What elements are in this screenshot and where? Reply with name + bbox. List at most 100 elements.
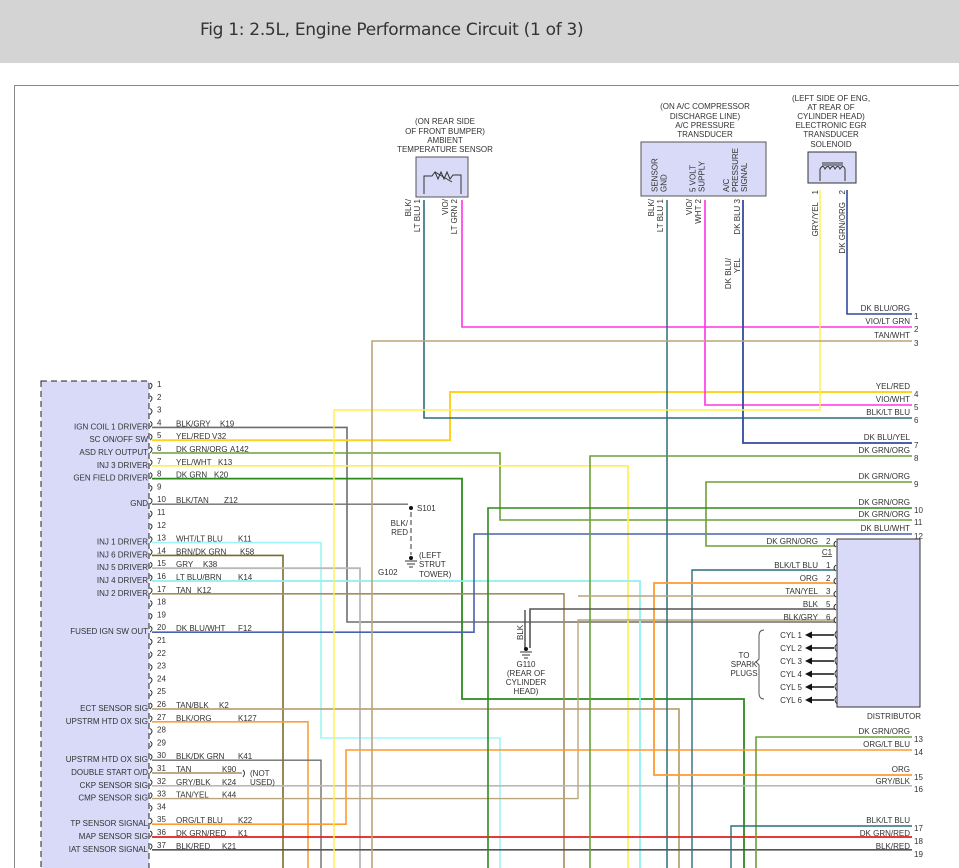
ambient-sensor-body: [415, 156, 469, 198]
pcm-wire-color: BLK/GRY: [176, 419, 211, 428]
right-terminal-number: 4: [914, 390, 919, 399]
right-terminal-number: 16: [914, 785, 923, 794]
connector-cavity-icon: [833, 564, 837, 572]
connector-cavity-icon: [149, 382, 153, 390]
pcm-pin-function: INJ 6 DRIVER: [97, 550, 148, 559]
pcm-pin-function: MAP SENSOR SIG: [79, 832, 148, 841]
egr-pin2-wire: DK GRN/ORG: [838, 202, 847, 254]
ac-pin-function: GND: [660, 174, 669, 192]
connector-cavity-icon: [149, 536, 153, 543]
ac-pin-function: SENSOR: [651, 158, 660, 192]
wire-vio-lt-grn: [461, 200, 912, 328]
ac-name-1: A/C PRESSURE: [675, 121, 735, 130]
right-terminal-number: 5: [914, 403, 919, 412]
egr-location-1: (LEFT SIDE OF ENG,: [792, 94, 870, 103]
pcm-pin: 23: [149, 662, 166, 671]
spark-output-label: CYL 6: [780, 696, 802, 705]
ac-pin-function: SIGNAL: [740, 162, 749, 192]
connector-cavity-icon: [149, 702, 153, 710]
pcm-wire-color: WHT/LT BLU: [176, 535, 223, 544]
pcm-pin-number: 8: [157, 470, 162, 479]
connector-cavity-icon: [149, 676, 153, 684]
distributor-body: [836, 538, 921, 708]
connector-cavity-icon: [149, 523, 153, 531]
pcm-pin-function: INJ 2 DRIVER: [97, 589, 148, 598]
pcm-wire-color: BLK/RED: [176, 842, 210, 851]
distributor-pin-wire: BLK: [803, 600, 819, 609]
pcm-pin-number: 17: [157, 585, 166, 594]
ambient-pin2-wire: VIO/: [441, 198, 450, 215]
connector-cavity-icon: [149, 600, 153, 607]
pcm-circuit-id: K21: [222, 842, 237, 851]
pcm-pin-number: 16: [157, 572, 166, 581]
pcm-pin-number: 7: [157, 457, 162, 466]
wire-dk-blu-org: [846, 190, 912, 315]
right-terminal-wire: ORG: [892, 765, 910, 774]
pcm-pin-number: 10: [157, 495, 166, 504]
spark-output-label: CYL 3: [780, 657, 802, 666]
ambient-pin2-wire-2: LT GRN 2: [450, 198, 459, 234]
pcm-pin: 25: [149, 687, 166, 697]
right-terminal-wire: DK BLU/ORG: [861, 304, 910, 313]
pcm-pin-number: 12: [157, 521, 166, 530]
connector-cavity-icon: [149, 638, 153, 646]
right-terminal-number: 8: [914, 454, 919, 463]
g102-label: G102: [378, 568, 398, 577]
ambient-name-2: TEMPERATURE SENSOR: [397, 145, 493, 154]
connector-cavity-icon: [149, 753, 153, 761]
pcm-pin: 22: [149, 649, 166, 659]
not-used-2: USED): [250, 778, 275, 787]
connector-cavity-icon: [149, 740, 153, 748]
ac-pin2-wire-2: WHT 2: [694, 198, 703, 223]
wire-dk-grn: [152, 477, 745, 868]
wire-dk-grn-org-13: [755, 736, 912, 868]
spark-output-label: CYL 1: [780, 631, 802, 640]
g110-wire: BLK: [516, 624, 525, 640]
connector-cavity-icon: [149, 766, 153, 774]
right-terminal-wire: DK GRN/ORG: [858, 498, 910, 507]
spark-output-label: CYL 2: [780, 644, 802, 653]
pcm-pin-number: 33: [157, 790, 166, 799]
spark-label-3: PLUGS: [730, 669, 757, 678]
pcm-wire-color: YEL/RED: [176, 432, 210, 441]
distributor-pin-wire: ORG: [800, 574, 818, 583]
pcm-circuit-id: K24: [222, 778, 237, 787]
pcm-pin: 11: [149, 508, 166, 518]
ambient-location-2: OF FRONT BUMPER): [405, 127, 485, 136]
arrow-left-icon: [805, 696, 812, 704]
right-terminal-number: 9: [914, 480, 919, 489]
pcm-pin: 1: [149, 380, 162, 390]
g102-location-1: (LEFT: [419, 551, 441, 560]
pcm-wire-color: BLK/TAN: [176, 496, 209, 505]
pcm-pin-number: 36: [157, 828, 166, 837]
ac-location-2: DISCHARGE LINE): [670, 112, 741, 121]
pcm-pin-number: 37: [157, 841, 166, 850]
pcm-wire-color: DK GRN/ORG: [176, 445, 228, 454]
wire-wht-lt-blu: [152, 541, 501, 868]
pcm-circuit-id: K22: [238, 816, 253, 825]
connector-cavity-icon: [834, 630, 838, 640]
egr-pin1-num: 1: [811, 189, 820, 194]
wires: [152, 190, 912, 868]
pcm-wire-color: BLK/ORG: [176, 714, 212, 723]
right-terminal-number: 19: [914, 850, 923, 859]
right-terminal-number: 15: [914, 773, 923, 782]
wire-blk-dist: [529, 608, 835, 648]
connector-cavity-icon: [149, 664, 153, 671]
connector-cavity-icon: [149, 779, 153, 787]
pcm-pin-number: 22: [157, 649, 166, 658]
pcm-circuit-id: K19: [220, 419, 235, 428]
